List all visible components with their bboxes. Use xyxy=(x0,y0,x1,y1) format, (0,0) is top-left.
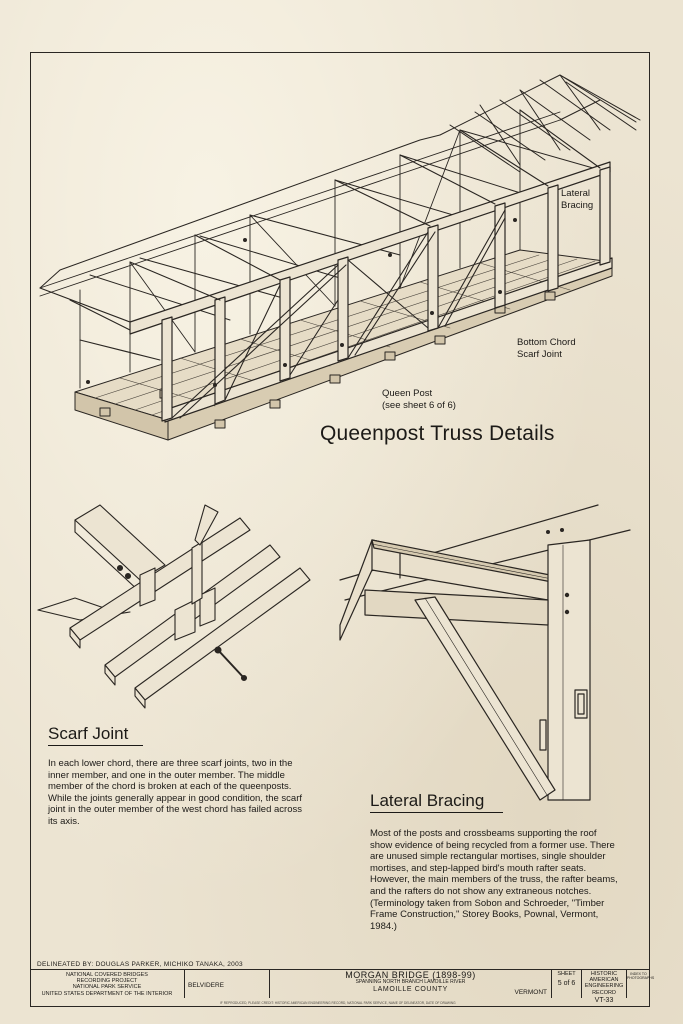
haer-code: VT-33 xyxy=(594,996,614,1004)
lateral-bracing-description: Most of the posts and crossbeams support… xyxy=(370,828,618,932)
lateral-bracing-drawing xyxy=(339,504,631,801)
scarf-joint-title: Scarf Joint xyxy=(48,724,129,743)
sheet-number: 5 of 6 xyxy=(557,980,576,988)
callout-queen-post: Queen Post (see sheet 6 of 6) xyxy=(382,388,456,411)
title-block: NATIONAL COVERED BRIDGES RECORDING PROJE… xyxy=(30,969,655,1004)
reproduction-credit: IF REPRODUCED, PLEASE CREDIT: HISTORIC A… xyxy=(220,1001,456,1005)
callout-bottom-chord-scarf-joint: Bottom Chord Scarf Joint xyxy=(517,337,576,360)
title-block-index: INDEX TO PHOTOGRAPHS xyxy=(627,972,655,980)
lateral-bracing-title: Lateral Bracing xyxy=(370,791,485,810)
bridge-spanning: SPANNING NORTH BRANCH LAMOILLE RIVER xyxy=(355,979,466,985)
title-block-main: MORGAN BRIDGE (1898-99) SPANNING NORTH B… xyxy=(270,970,552,998)
haer-line-2: ENGINEERING RECORD xyxy=(584,983,624,996)
title-block-agency: NATIONAL COVERED BRIDGES RECORDING PROJE… xyxy=(30,970,185,998)
agency-line-3: NATIONAL PARK SERVICE xyxy=(72,984,142,991)
haer-line-1: HISTORIC AMERICAN xyxy=(589,971,619,984)
agency-line-2: RECORDING PROJECT xyxy=(76,978,138,985)
scarf-joint-title-underline xyxy=(48,745,143,746)
scarf-joint-drawing xyxy=(37,504,311,709)
agency-line-1: NATIONAL COVERED BRIDGES xyxy=(66,972,148,978)
scarf-joint-description: In each lower chord, there are three sca… xyxy=(48,758,303,827)
title-block-haer: HISTORIC AMERICAN ENGINEERING RECORD VT-… xyxy=(582,970,627,1004)
bridge-state: VERMONT xyxy=(514,988,548,996)
title-block-sheet: SHEET 5 of 6 xyxy=(552,970,582,998)
bridge-name: MORGAN BRIDGE (1898-99) xyxy=(345,970,476,980)
lateral-bracing-title-underline xyxy=(370,812,503,813)
delineated-by: DELINEATED BY: DOUGLAS PARKER, MICHIKO T… xyxy=(37,961,243,968)
drawing-border xyxy=(30,52,650,1007)
callout-lateral-bracing: Lateral Bracing xyxy=(561,188,594,211)
isometric-truss-drawing xyxy=(39,74,641,441)
title-block-location: BELVIDERE xyxy=(185,970,270,998)
sheet-label: SHEET xyxy=(557,971,576,977)
drawing-title: Queenpost Truss Details xyxy=(320,422,555,445)
agency-line-4: UNITED STATES DEPARTMENT OF THE INTERIOR xyxy=(41,990,173,997)
bridge-county: LAMOILLE COUNTY xyxy=(373,985,448,993)
